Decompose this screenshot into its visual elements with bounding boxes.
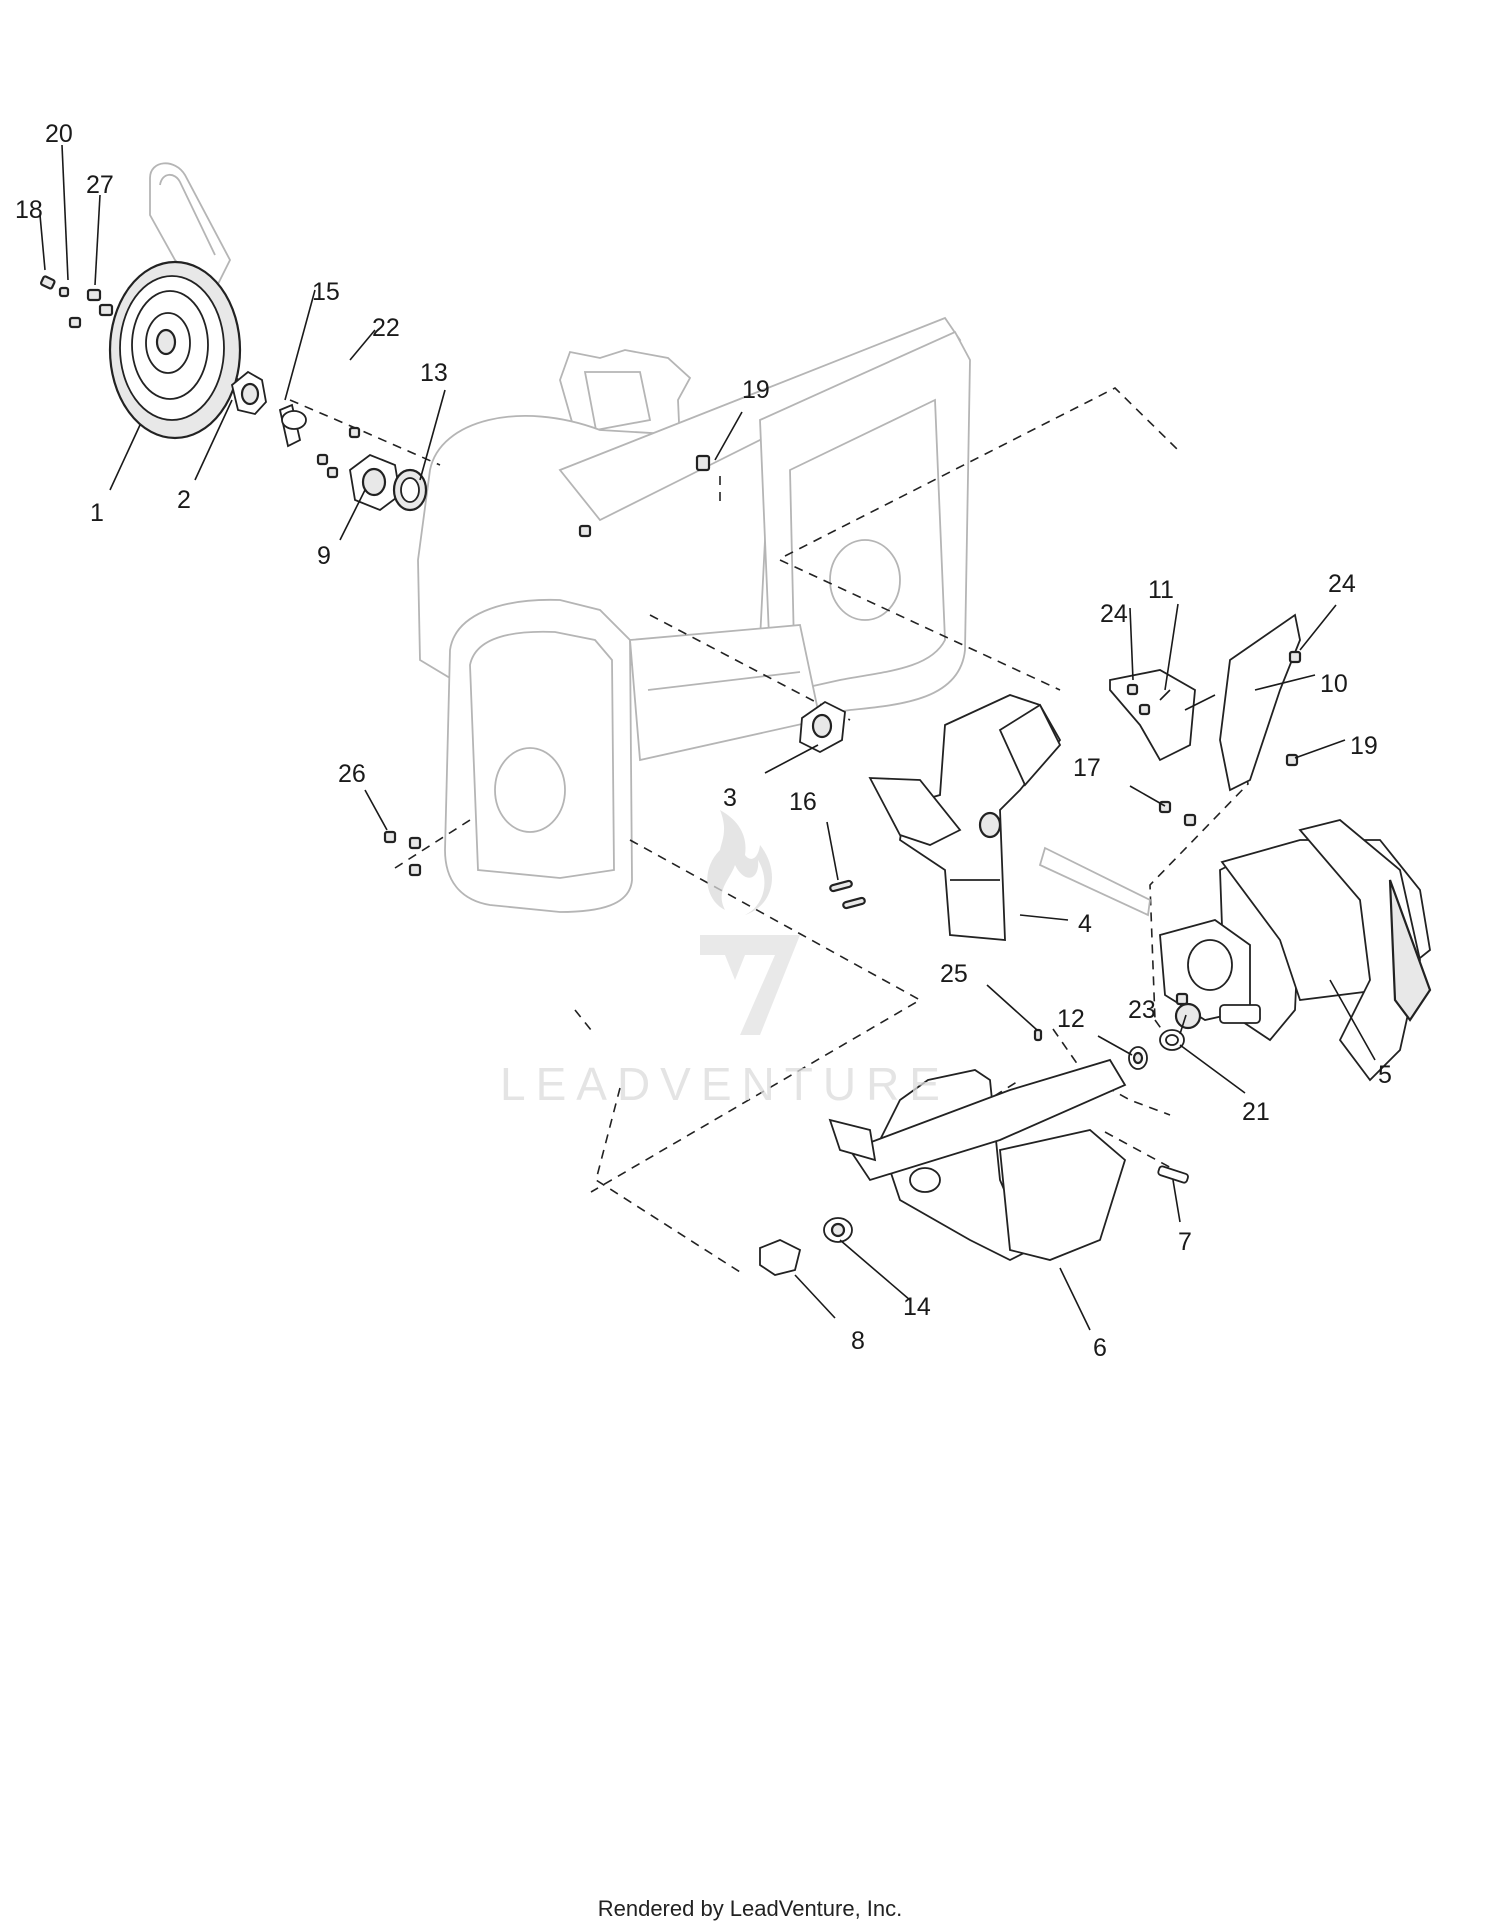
callout-7: 7 xyxy=(1178,1228,1192,1256)
callout-21: 21 xyxy=(1242,1098,1270,1126)
callout-5: 5 xyxy=(1378,1061,1392,1089)
callout-19-right: 19 xyxy=(1350,732,1378,760)
callout-23: 23 xyxy=(1128,996,1156,1024)
watermark-text: LEADVENTURE xyxy=(500,1058,950,1110)
callout-1: 1 xyxy=(90,499,104,527)
callout-8: 8 xyxy=(851,1327,865,1355)
callout-10: 10 xyxy=(1320,670,1348,698)
callout-16: 16 xyxy=(789,788,817,816)
flange-3 xyxy=(799,700,846,754)
end-flange xyxy=(759,1217,853,1276)
callout-15: 15 xyxy=(312,278,340,306)
callout-3: 3 xyxy=(723,784,737,812)
auger-housing xyxy=(417,316,971,913)
impeller xyxy=(868,694,1062,941)
footer-credit: Rendered by LeadVenture, Inc. xyxy=(597,1896,903,1921)
auger-left xyxy=(828,1058,1127,1262)
callout-18: 18 xyxy=(15,196,43,224)
callout-17: 17 xyxy=(1073,754,1101,782)
bolts xyxy=(1033,1028,1189,1184)
callout-13: 13 xyxy=(420,359,448,387)
pulley-assembly xyxy=(108,162,307,448)
callout-11: 11 xyxy=(1148,576,1174,604)
leader-lines xyxy=(39,144,1376,1331)
callout-25: 25 xyxy=(940,960,968,988)
callout-24-right: 24 xyxy=(1328,570,1356,598)
callout-4: 4 xyxy=(1078,910,1092,938)
callout-20: 20 xyxy=(45,120,73,148)
callout-12: 12 xyxy=(1057,1005,1085,1033)
callout-9: 9 xyxy=(317,542,331,570)
hardware-26 xyxy=(383,830,422,877)
watermark: LEADVENTURE xyxy=(500,810,950,1110)
bracket-assembly xyxy=(1109,613,1302,827)
washers xyxy=(1128,992,1189,1070)
callout-27: 27 xyxy=(86,171,114,199)
auger-right xyxy=(1159,819,1432,1082)
callout-22: 22 xyxy=(372,314,400,342)
hardware-topleft xyxy=(40,275,361,479)
callout-26: 26 xyxy=(338,760,366,788)
callout-6: 6 xyxy=(1093,1334,1107,1362)
callout-19-top: 19 xyxy=(742,376,770,404)
callout-14: 14 xyxy=(903,1293,931,1321)
shear-pins xyxy=(829,879,866,910)
callout-24-left: 24 xyxy=(1100,600,1128,628)
callout-2: 2 xyxy=(177,486,191,514)
callout-labels: 1 2 3 4 5 6 7 8 9 10 11 12 13 14 15 16 1… xyxy=(15,120,1392,1362)
auger-shaft xyxy=(1038,846,1151,917)
